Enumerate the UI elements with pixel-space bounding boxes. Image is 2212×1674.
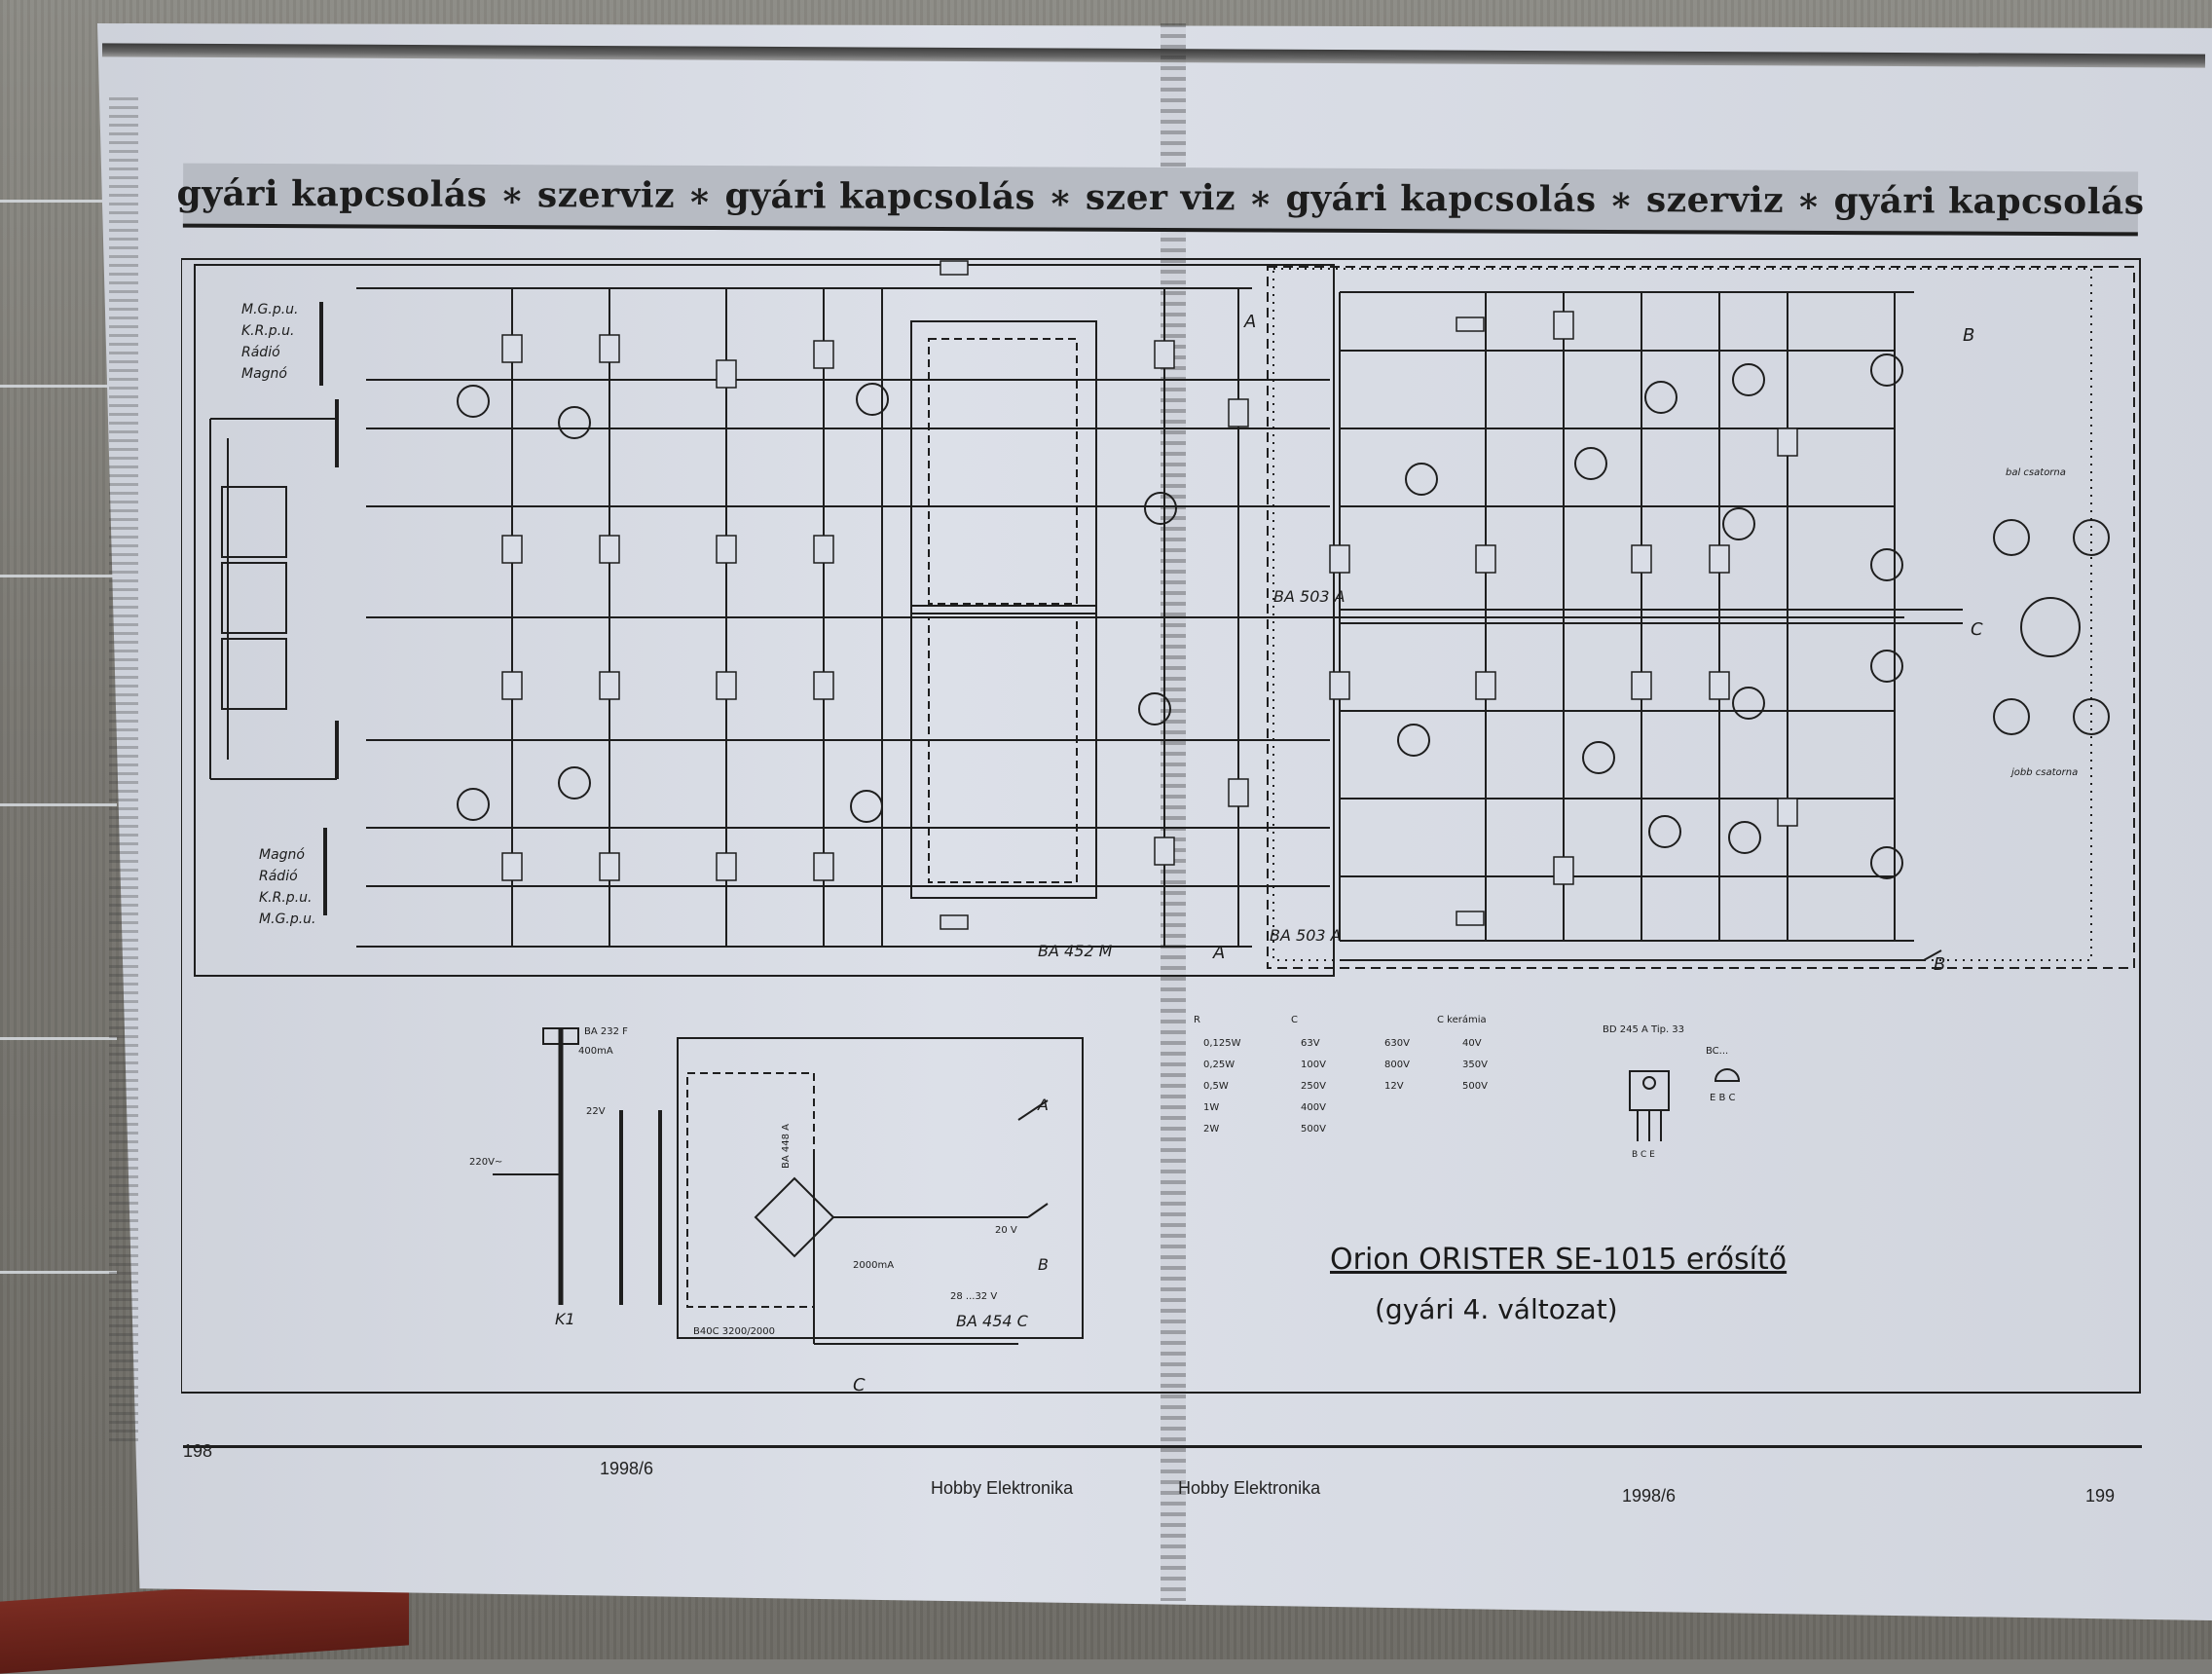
mains-fuse-label: 400mA xyxy=(578,1046,613,1057)
legend-c-title: C xyxy=(1291,1015,1298,1025)
component-legend: R 0,125W 0,25W 0,5W 1W 2W C 63V 100V 250… xyxy=(1194,1014,1488,1135)
legend-c-item: 630V xyxy=(1384,1038,1410,1049)
mains-voltage-label: 220V~ xyxy=(469,1157,502,1168)
input-label-radio-2: Rádió xyxy=(259,869,298,884)
psu-out-a-label: 20 V xyxy=(995,1225,1017,1236)
legend-r-item: 1W xyxy=(1203,1102,1219,1113)
footer-issue-left: 1998/6 xyxy=(600,1459,654,1478)
transistor-symbols xyxy=(457,353,1903,879)
background-rail xyxy=(0,200,117,203)
legend-ck-item: 500V xyxy=(1462,1081,1488,1092)
input-label-mgpu: M.G.p.u. xyxy=(241,302,299,317)
module-label-driver-bottom: BA 503 A xyxy=(1270,926,1342,945)
node-a-bottom: A xyxy=(1212,943,1225,963)
schematic-title: Orion ORISTER SE-1015 erősítő xyxy=(1330,1243,1788,1277)
mains-switch-label: K1 xyxy=(555,1310,575,1328)
footer-page-left: 198 xyxy=(183,1441,213,1461)
magazine-spread xyxy=(97,23,2212,1620)
footer-issue-right: 1998/6 xyxy=(1622,1486,1677,1506)
module-label-psu: BA 454 C xyxy=(956,1312,1029,1330)
module-label-preamp: BA 452 M xyxy=(1038,942,1113,960)
legend-c-item: 63V xyxy=(1301,1038,1320,1049)
legend-r-item: 0,5W xyxy=(1203,1081,1229,1092)
footer-magazine-right: Hobby Elektronika xyxy=(1178,1478,1321,1498)
output-label-left: bal csatorna xyxy=(2006,467,2066,478)
transistor-pinout: BD 245 A Tip. 33 B C E BC... E B C xyxy=(1603,1024,1741,1160)
secondary-voltage-label: 22V xyxy=(586,1106,606,1117)
legend-c-item: 500V xyxy=(1301,1124,1326,1135)
footer-page-right: 199 xyxy=(2085,1486,2116,1506)
legend-r-item: 2W xyxy=(1203,1124,1219,1135)
legend-c-item: 250V xyxy=(1301,1081,1326,1092)
legend-c-item: 800V xyxy=(1384,1060,1410,1070)
bc-pinout-label: BC... xyxy=(1706,1046,1728,1057)
input-label-krpu-2: K.R.p.u. xyxy=(259,890,312,906)
node-c-psu: C xyxy=(853,1375,866,1395)
bc-pins: E B C xyxy=(1710,1093,1736,1103)
legend-r-item: 0,25W xyxy=(1203,1060,1235,1070)
background-rail xyxy=(0,385,117,388)
rectifier-label: B40C 3200/2000 xyxy=(693,1326,775,1337)
schematic-diagram: M.G.p.u. K.R.p.u. Rádió Magnó Magnó Rádi… xyxy=(181,253,2142,1402)
bd-pins: B C E xyxy=(1632,1150,1655,1160)
output-label-right: jobb csatorna xyxy=(2009,767,2078,778)
module-label-fuse: BA 232 F xyxy=(584,1026,628,1037)
node-b-top: B xyxy=(1963,325,1974,346)
legend-r-item: 0,125W xyxy=(1203,1038,1241,1049)
node-b-bottom: B xyxy=(1934,954,1945,975)
banner-text: gyári kapcsolás ∗ szerviz ∗ gyári kapcso… xyxy=(176,172,2145,223)
legend-ck-item: 40V xyxy=(1462,1038,1482,1049)
background-rail xyxy=(0,803,117,806)
background-rail xyxy=(0,1037,117,1040)
schematic-subtitle: (gyári 4. változat) xyxy=(1375,1293,1618,1325)
input-label-magno: Magnó xyxy=(241,366,287,382)
zener-label: BA 448 A xyxy=(781,1124,792,1169)
legend-c-item: 400V xyxy=(1301,1102,1326,1113)
resistor-symbols xyxy=(501,260,1798,930)
legend-ck-title: C kerámia xyxy=(1437,1014,1487,1025)
input-label-magno-2: Magnó xyxy=(259,847,305,863)
header-banner: gyári kapcsolás ∗ szerviz ∗ gyári kapcso… xyxy=(176,163,2145,237)
legend-ck-item: 350V xyxy=(1462,1060,1488,1070)
input-label-radio: Rádió xyxy=(241,345,280,360)
legend-c-item: 100V xyxy=(1301,1060,1326,1070)
node-b-psu: B xyxy=(1038,1255,1049,1274)
node-c-right: C xyxy=(1971,619,1983,640)
bd-pinout-label: BD 245 A Tip. 33 xyxy=(1603,1024,1684,1035)
node-a-top: A xyxy=(1243,312,1256,332)
module-label-driver-top: BA 503 A xyxy=(1273,587,1346,606)
background-rail xyxy=(0,575,117,577)
background-rail xyxy=(0,1271,117,1274)
legend-c-item: 12V xyxy=(1384,1081,1404,1092)
node-a-psu: A xyxy=(1037,1096,1049,1114)
photocopy-noise xyxy=(109,97,138,1441)
legend-r-title: R xyxy=(1194,1015,1200,1025)
bottom-rule xyxy=(183,1445,2142,1448)
psu-fuse-label: 2000mA xyxy=(853,1260,894,1271)
input-label-krpu: K.R.p.u. xyxy=(241,323,294,339)
input-label-mgpu-2: M.G.p.u. xyxy=(259,911,316,927)
psu-out-b-label: 28 ...32 V xyxy=(950,1291,997,1302)
footer-magazine-left: Hobby Elektronika xyxy=(931,1478,1074,1498)
